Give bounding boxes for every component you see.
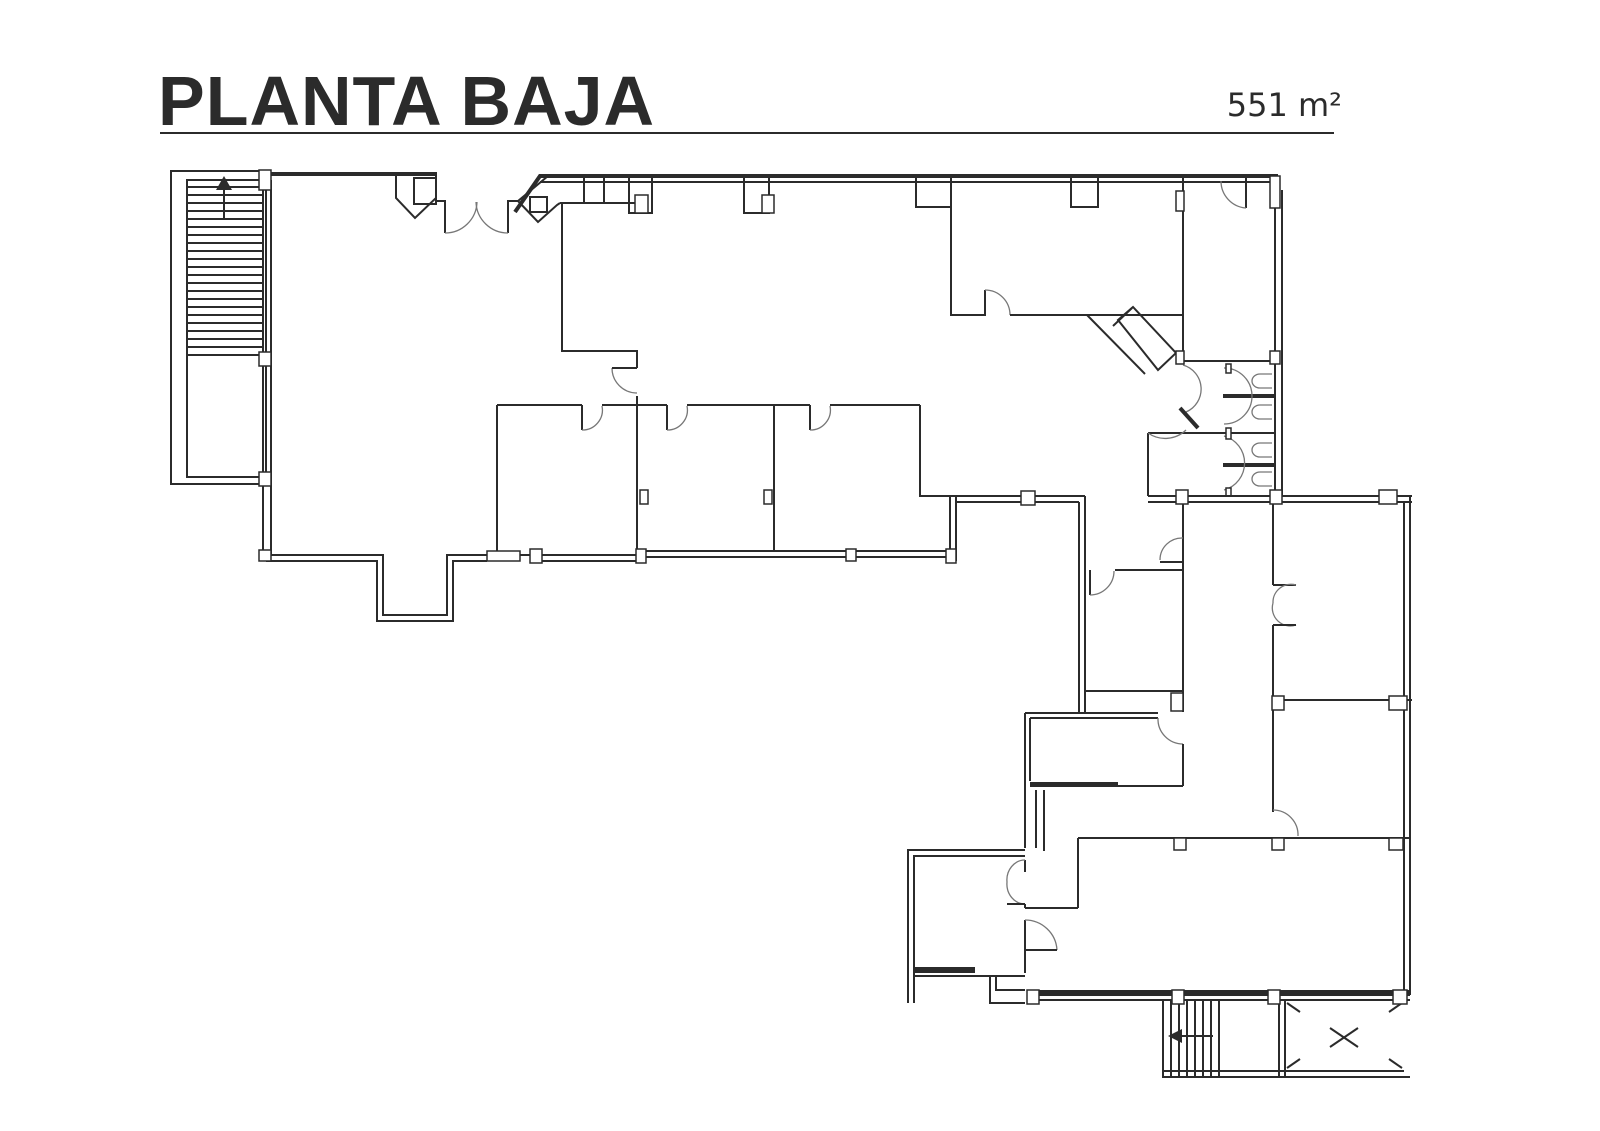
stair-up-arrow-icon: [216, 176, 232, 220]
page-title: PLANTA BAJA: [158, 62, 656, 140]
exterior-walls: [262, 172, 1283, 622]
interior-walls: [496, 176, 1275, 555]
entrance-vestibule: [395, 175, 561, 234]
elevator-x-icon: [1286, 1002, 1403, 1069]
double-door-icon: [444, 201, 509, 234]
east-wing: [907, 495, 1412, 1004]
stair-down-arrow-icon: [1168, 1029, 1213, 1043]
bottom-staircase: [1162, 999, 1280, 1078]
toilet-icon: [1251, 373, 1272, 487]
toilet-stalls: [1223, 363, 1275, 497]
left-staircase: [170, 170, 267, 485]
title-underline: [160, 132, 1334, 134]
elevator-shaft: [1163, 1000, 1410, 1078]
column-icon: [258, 169, 1408, 1005]
stair-treads: [187, 186, 263, 356]
floor-area-label: 551 m²: [1226, 86, 1342, 124]
